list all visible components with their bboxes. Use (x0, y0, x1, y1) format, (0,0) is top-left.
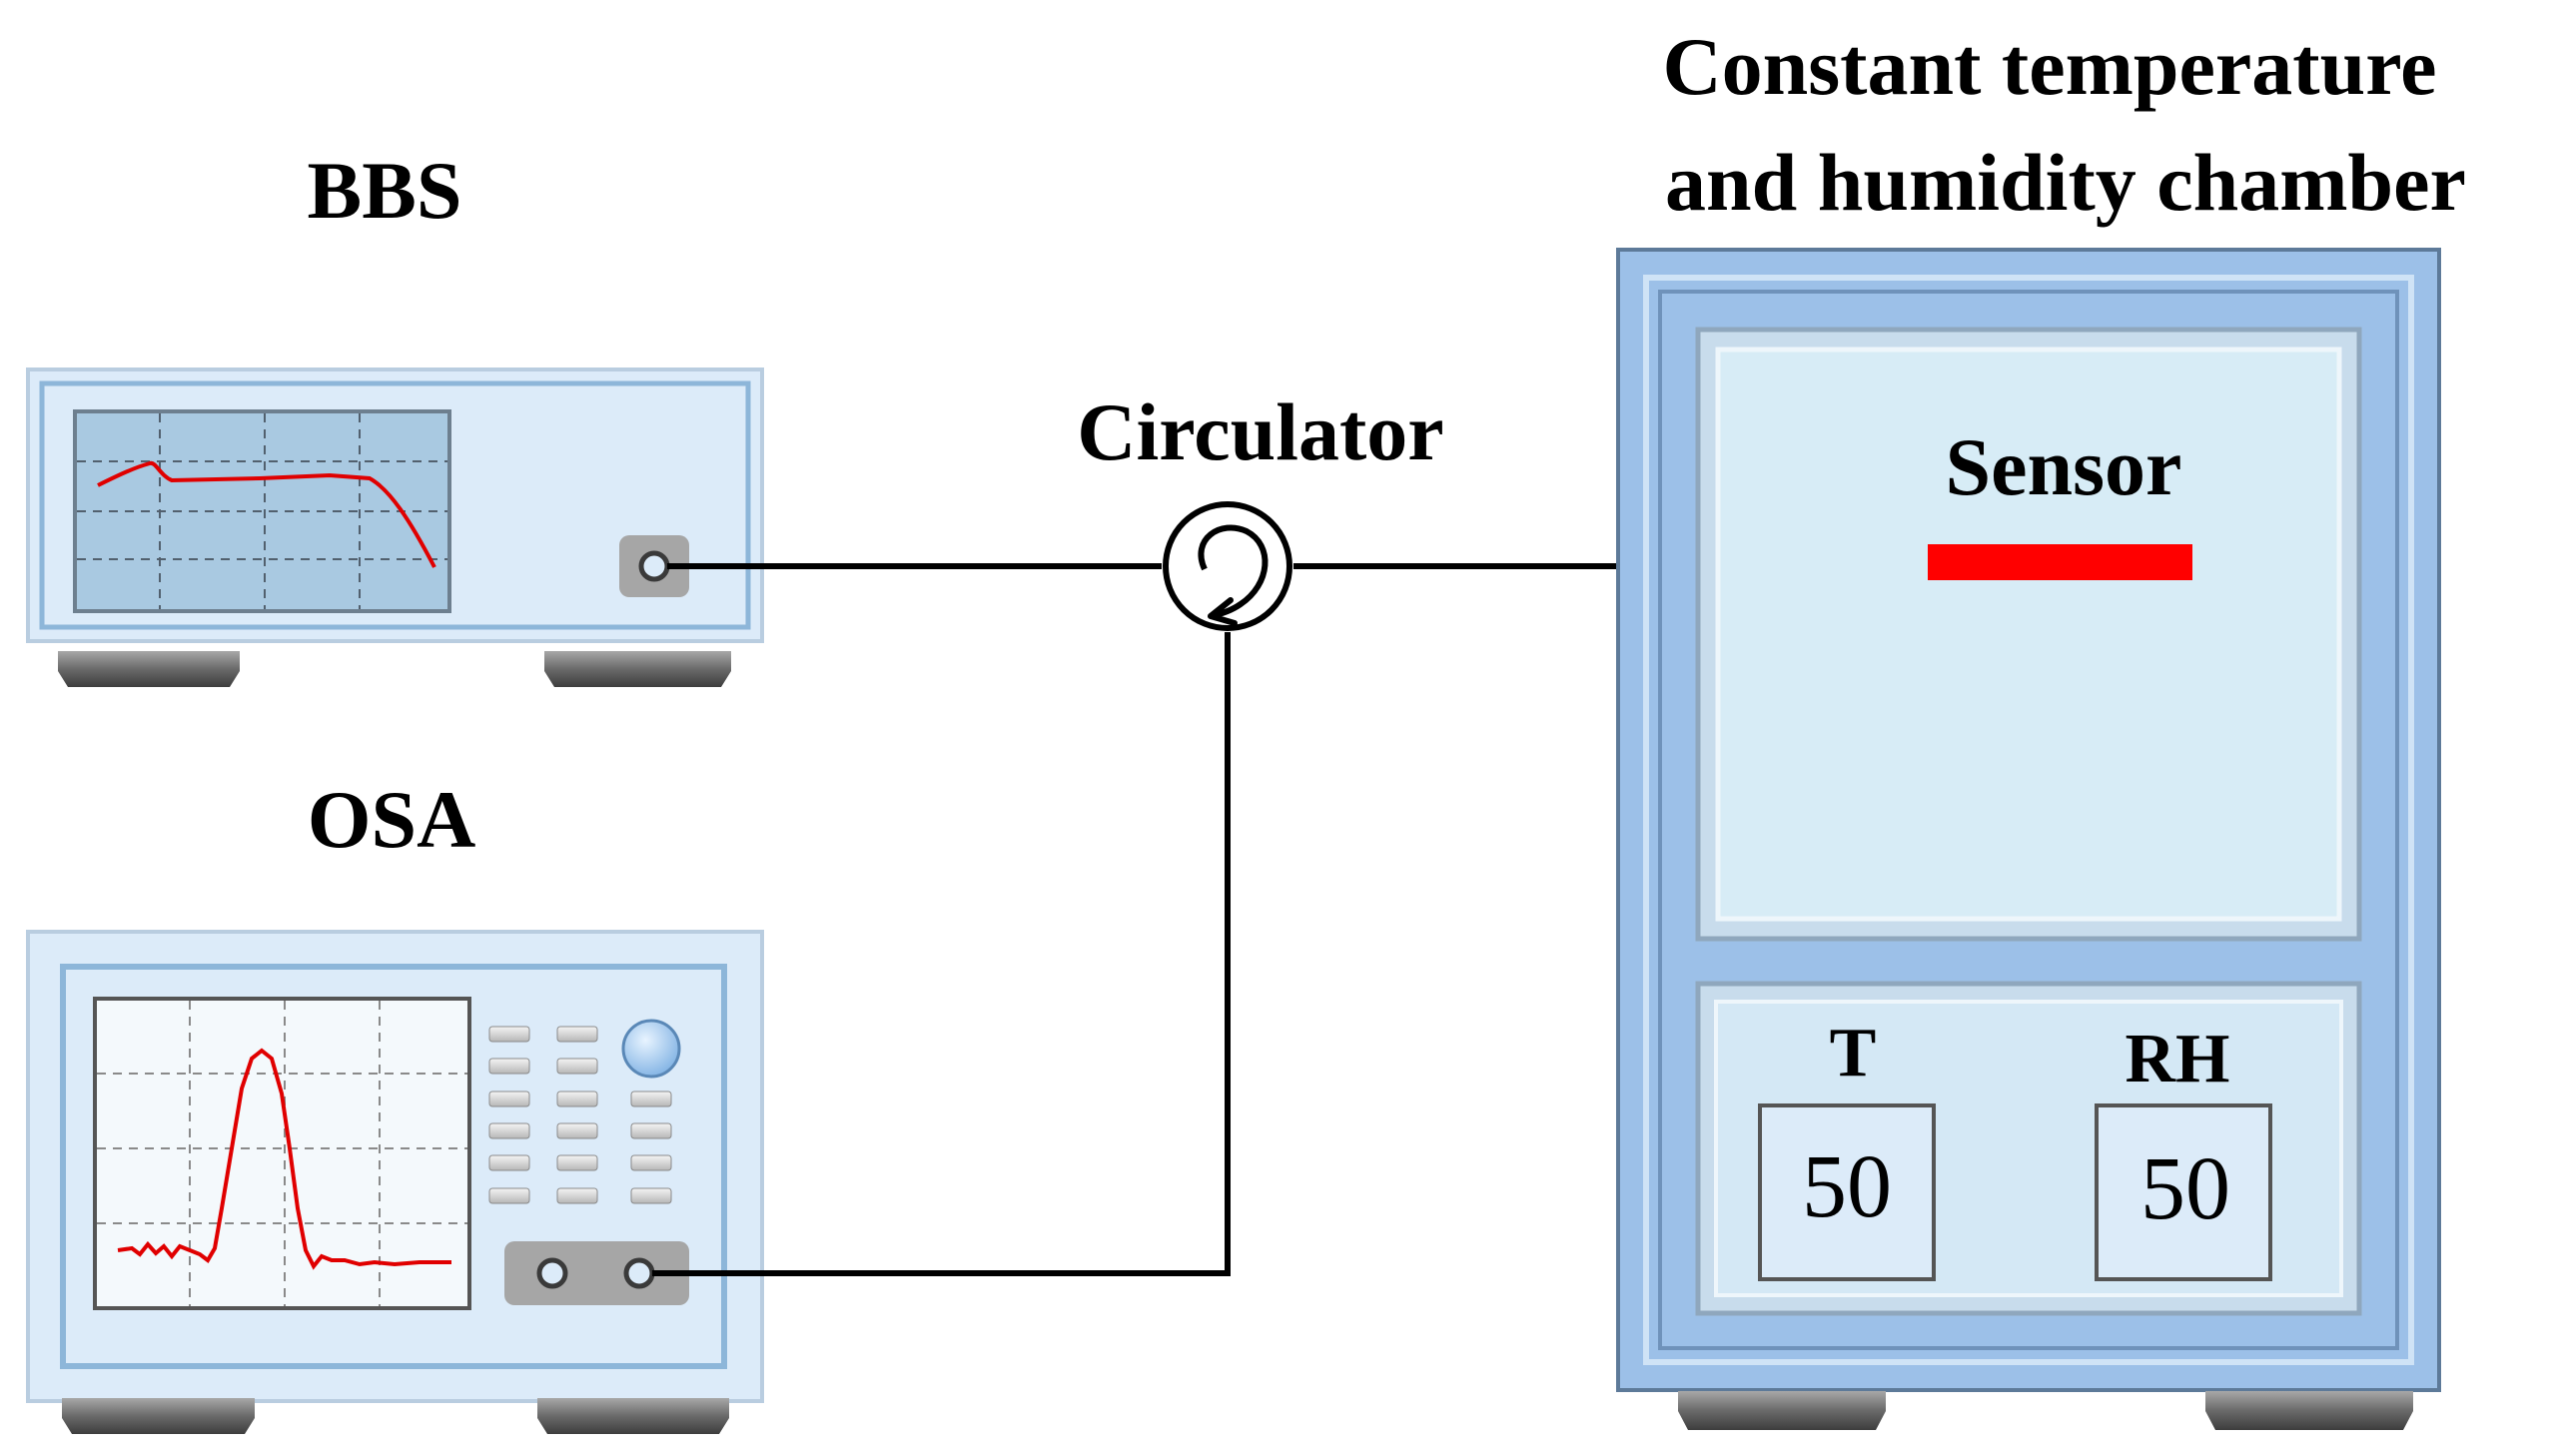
humidity-display (2095, 1103, 2272, 1281)
bbs-output-port (638, 550, 670, 582)
osa-screen (93, 997, 471, 1310)
temperature-label: T (1830, 1015, 1877, 1092)
bbs-screen-grid (77, 413, 447, 609)
bbs-spectrum-trace (97, 460, 436, 568)
keypad-button[interactable] (630, 1122, 672, 1139)
bbs-bezel (39, 380, 751, 630)
chamber-title-line1: Constant temperature (1662, 21, 2436, 112)
keypad-button[interactable] (488, 1154, 530, 1171)
osa-screen-grid (97, 1001, 467, 1306)
circulator-body (1163, 501, 1292, 631)
sensor-bar (1928, 544, 2192, 580)
osa-spectrum-trace (117, 1048, 451, 1270)
humidity-value: 50 (2140, 1139, 2230, 1238)
bbs-foot-left (58, 651, 240, 687)
keypad-button[interactable] (488, 1026, 530, 1043)
osa-port-left (536, 1257, 568, 1289)
keypad-button[interactable] (488, 1091, 530, 1107)
circulator-arrowhead (1208, 597, 1238, 626)
keypad-button[interactable] (556, 1187, 598, 1204)
keypad-button[interactable] (630, 1091, 672, 1107)
osa-foot-right (537, 1398, 729, 1434)
keypad-button[interactable] (488, 1187, 530, 1204)
keypad-button[interactable] (556, 1122, 598, 1139)
circulator-arrow-icon (1198, 524, 1269, 619)
osa-foot-left (62, 1398, 255, 1434)
bbs-device: BBS (26, 145, 764, 687)
keypad-button[interactable] (556, 1154, 598, 1171)
circulator: Circulator (1077, 386, 1444, 631)
keypad-button[interactable] (556, 1058, 598, 1075)
chamber-window (1715, 347, 2342, 922)
bbs-foot-right (544, 651, 731, 687)
chamber-foot-right (2205, 1391, 2413, 1430)
keypad-button[interactable] (488, 1058, 530, 1075)
chamber-title-line2: and humidity chamber (1665, 137, 2466, 228)
humidity-label: RH (2126, 1021, 2230, 1097)
chamber-foot-left (1678, 1391, 1886, 1430)
keypad-button[interactable] (556, 1091, 598, 1107)
osa-input-port (623, 1257, 655, 1289)
osa-rotary-knob[interactable] (621, 1019, 681, 1079)
osa-device: OSA (26, 774, 764, 1434)
circulator-label: Circulator (1077, 386, 1443, 477)
temperature-display (1758, 1103, 1936, 1281)
osa-keypad (488, 1026, 672, 1204)
sensor-label: Sensor (1946, 421, 2182, 512)
fiber-circulator-to-osa (652, 632, 1231, 1276)
keypad-button[interactable] (630, 1187, 672, 1204)
keypad-button[interactable] (556, 1026, 598, 1043)
keypad-button[interactable] (488, 1122, 530, 1139)
bbs-label: BBS (308, 145, 462, 236)
osa-label: OSA (308, 774, 476, 865)
climate-chamber: Constant temperature and humidity chambe… (1616, 21, 2466, 1430)
osa-port-plate (504, 1241, 689, 1305)
temperature-value: 50 (1802, 1137, 1892, 1236)
keypad-button[interactable] (630, 1154, 672, 1171)
osa-bezel (60, 964, 727, 1369)
